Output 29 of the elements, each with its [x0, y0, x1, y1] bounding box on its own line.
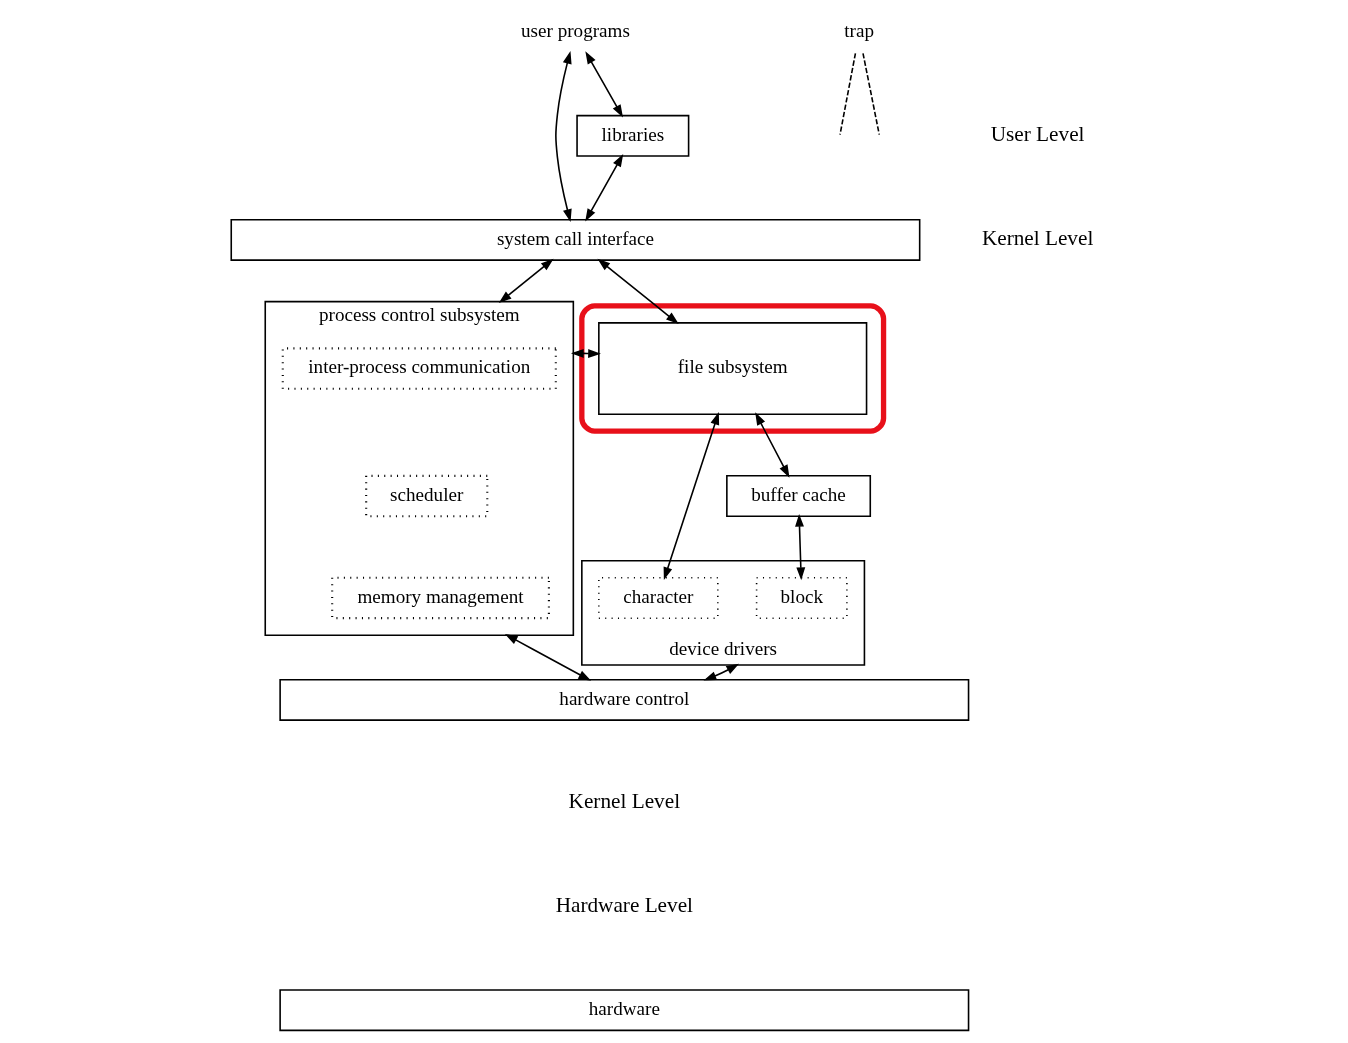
node-box: inter-process communication	[281, 347, 557, 390]
node-box: memory management	[331, 576, 550, 620]
label: Hardware Level	[555, 893, 694, 918]
label: User Level	[990, 122, 1085, 147]
arrow	[498, 258, 554, 304]
arrow	[755, 412, 790, 478]
node-box: block	[755, 577, 848, 619]
arrow	[703, 663, 740, 681]
node-box: system call interface	[230, 219, 921, 261]
arrow	[795, 513, 806, 581]
node-box: character	[598, 577, 719, 619]
arrow	[585, 51, 623, 118]
arrow	[663, 411, 720, 580]
node-box: hardware control	[279, 679, 970, 721]
node-text: trap	[844, 20, 874, 42]
node-box: libraries	[576, 114, 690, 157]
node-box: buffer cache	[726, 475, 872, 517]
connector	[839, 52, 857, 136]
arrow	[585, 154, 624, 222]
arrow	[597, 258, 679, 325]
label: Kernel Level	[981, 226, 1094, 251]
node-text: user programs	[521, 20, 630, 42]
label: Kernel Level	[568, 789, 681, 814]
connector	[862, 52, 881, 136]
node-box: scheduler	[365, 474, 489, 518]
arrow	[555, 50, 572, 222]
node-box: hardware	[279, 989, 970, 1032]
arrow	[504, 634, 592, 681]
node-box: file subsystem	[598, 322, 868, 415]
